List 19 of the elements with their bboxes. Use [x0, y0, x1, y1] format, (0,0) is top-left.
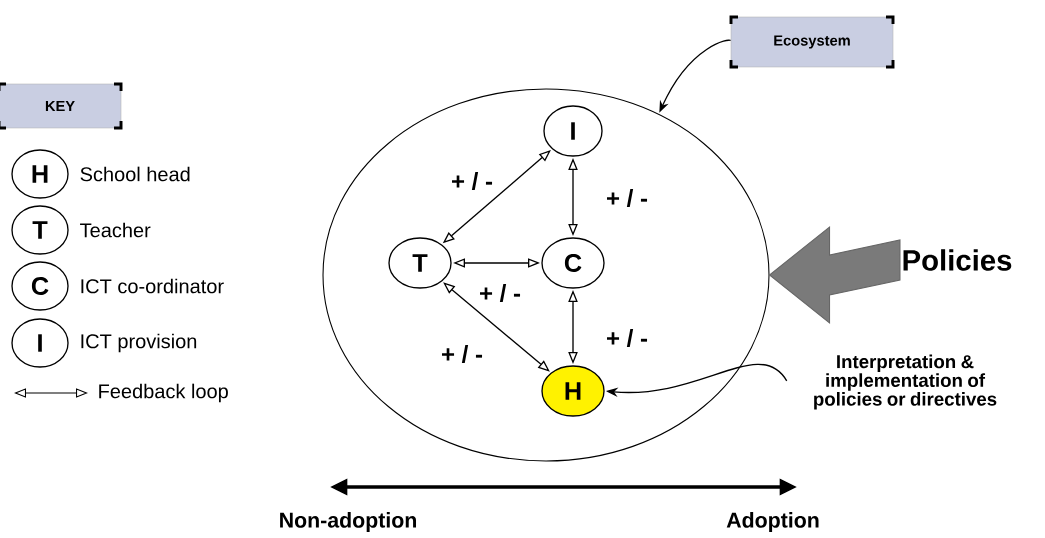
axis-label: Adoption	[726, 512, 819, 532]
title-tab: KEY	[0, 82, 123, 130]
annotation-text: Interpretation & implementation of policies or directives	[814, 354, 997, 410]
axis-label: Non-adoption	[280, 512, 416, 532]
block-arrow	[768, 225, 901, 325]
policies-label: Policies	[903, 249, 1012, 271]
legend-label: Feedback loop	[99, 383, 228, 403]
feedback-arrow	[443, 282, 550, 372]
edge-label: + / -	[604, 187, 650, 209]
edge-label: + / -	[439, 343, 485, 365]
key-label: School head	[80, 166, 190, 182]
edge-label: + / -	[604, 327, 650, 349]
key-label: ICT provision	[81, 333, 197, 353]
key-label: Teacher	[80, 222, 151, 238]
ecosystem-ellipse	[322, 88, 770, 462]
edge-label: + / -	[477, 282, 523, 304]
edge-label: + / -	[449, 170, 495, 192]
title-tab: Ecosystem	[729, 15, 895, 69]
key-label: ICT co-ordinator	[81, 278, 224, 294]
